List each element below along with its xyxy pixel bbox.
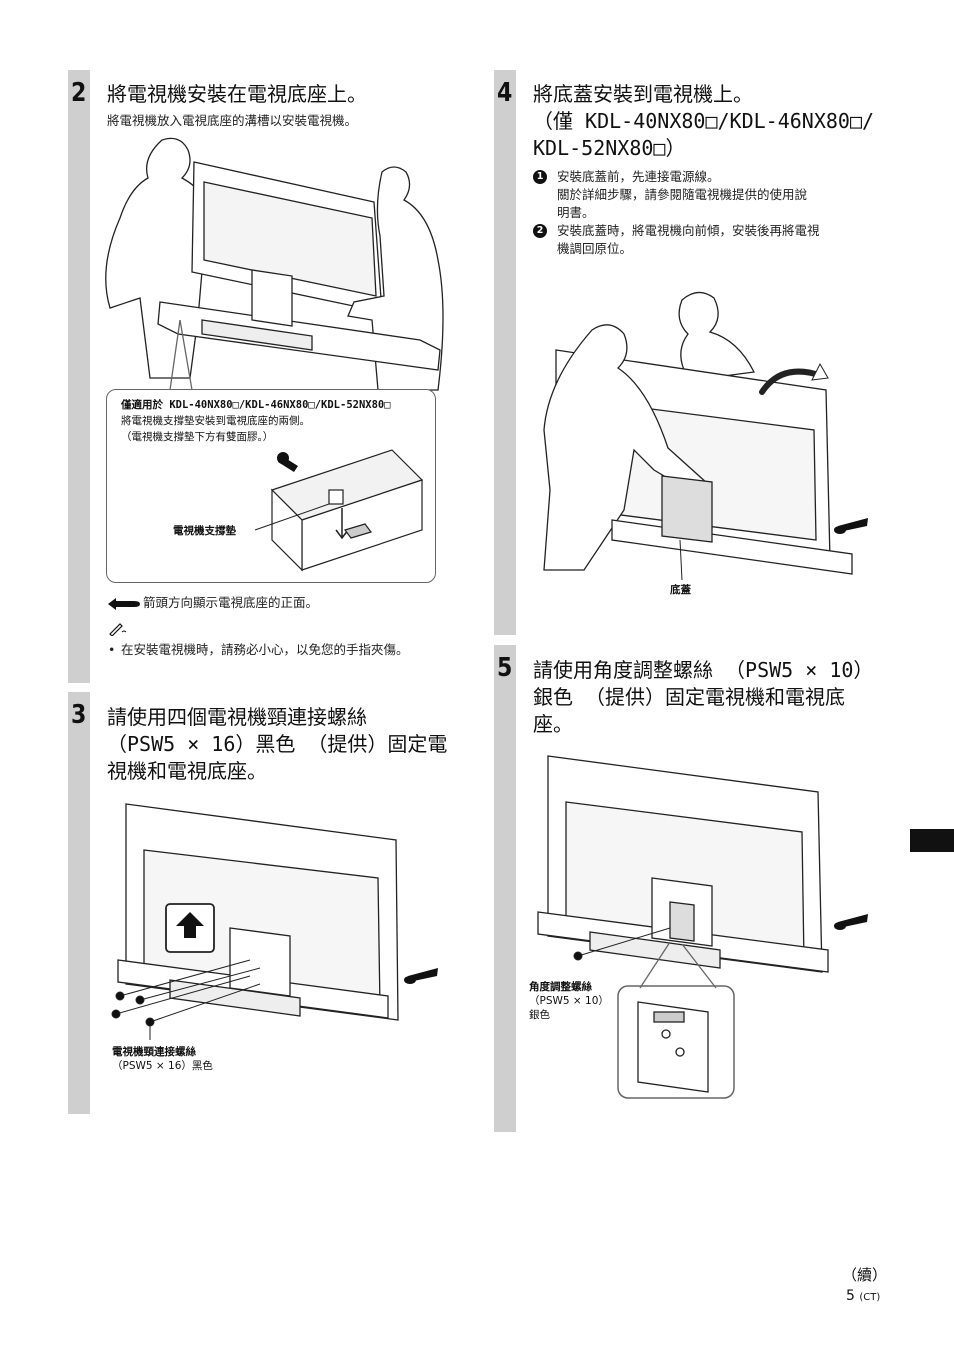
arrow-note-text: 箭頭方向顯示電視底座的正面。 xyxy=(143,595,319,610)
continued-label: （續） xyxy=(842,1266,888,1284)
step2-bar xyxy=(68,70,90,683)
step4-title-line3: KDL-52NX80□） xyxy=(533,136,686,160)
callout-line1: 將電視機支撐墊安裝到電視底座的兩側。 xyxy=(121,415,310,427)
callout-connector xyxy=(169,320,193,391)
step4-item-2-marker: 2 xyxy=(533,224,547,238)
step4-item-1-line2: 關於詳細步驟，請參閱隨電視機提供的使用說 xyxy=(557,187,808,202)
step4-title-line1: 將底蓋安裝到電視機上。 xyxy=(533,82,753,106)
step5-illustration xyxy=(530,752,880,1102)
step4-number: 4 xyxy=(497,78,513,108)
step4-bar xyxy=(494,70,516,635)
section-tab xyxy=(910,829,954,852)
step4-item-1-marker: 1 xyxy=(533,170,547,184)
step3-illustration xyxy=(110,800,450,1040)
callout-pad-label: 電視機支撐墊 xyxy=(173,525,236,537)
step4-item-1: 1 安裝底蓋前，先連接電源線。 關於詳細步驟，請參閱隨電視機提供的使用說 明書。 xyxy=(533,168,893,222)
step2-callout: 僅適用於 KDL-40NX80□/KDL-46NX80□/KDL-52NX80□… xyxy=(106,389,436,583)
step3-title-line3: 視機和電視底座。 xyxy=(107,759,267,783)
step3-number: 3 xyxy=(71,700,87,730)
step4-item-1-line1: 安裝底蓋前，先連接電源線。 xyxy=(557,169,720,184)
callout-line2: （電視機支撐墊下方有雙面膠。） xyxy=(121,431,274,443)
front-arrow-icon xyxy=(108,598,140,610)
callout-title: 僅適用於 KDL-40NX80□/KDL-46NX80□/KDL-52NX80□ xyxy=(121,399,391,411)
step4-instructions: 1 安裝底蓋前，先連接電源線。 關於詳細步驟，請參閱隨電視機提供的使用說 明書。… xyxy=(533,168,893,258)
note-bullet: • xyxy=(108,642,116,657)
page-number: 5 (CT) xyxy=(846,1288,880,1304)
step5-label-line1: 角度調整螺絲 xyxy=(529,981,592,993)
step3-title-line1: 請使用四個電視機頸連接螺絲 xyxy=(107,705,367,729)
step5-title-line1: 請使用角度調整螺絲 （PSW5 × 10） xyxy=(533,658,874,682)
step4-item-1-line3: 明書。 xyxy=(557,205,595,220)
step2-description: 將電視機放入電視底座的溝槽以安裝電視機。 xyxy=(107,113,358,128)
step3-bar xyxy=(68,692,90,1114)
note-text: 在安裝電視機時，請務必小心，以免您的手指夾傷。 xyxy=(121,642,409,657)
step2-illustration xyxy=(92,132,462,392)
step4-title-line2: （僅 KDL-40NX80□/KDL-46NX80□/ xyxy=(533,109,875,133)
step5-label-line2: （PSW5 × 10） xyxy=(529,995,609,1007)
step4-cover-label: 底蓋 xyxy=(670,584,691,596)
step4-item-2: 2 安裝底蓋時，將電視機向前傾，安裝後再將電視 機調回原位。 xyxy=(533,222,893,258)
note-icon xyxy=(108,622,128,636)
step5-label-line3: 銀色 xyxy=(529,1009,550,1021)
step5-bar xyxy=(494,645,516,1132)
step2-number: 2 xyxy=(71,78,87,108)
step3-title-line2: （PSW5 × 16）黑色 （提供）固定電 xyxy=(107,732,448,756)
page-number-value: 5 xyxy=(846,1288,855,1304)
step4-illustration xyxy=(532,280,882,580)
step4-item-2-line1: 安裝底蓋時，將電視機向前傾，安裝後再將電視 xyxy=(557,223,820,238)
step5-title-line2: 銀色 （提供）固定電視機和電視底 xyxy=(533,685,846,709)
step5-number: 5 xyxy=(497,653,513,683)
step5-title-line3: 座。 xyxy=(533,712,573,736)
step3-label-line1: 電視機頸連接螺絲 xyxy=(112,1046,196,1058)
step2-title: 將電視機安裝在電視底座上。 xyxy=(107,82,367,106)
page-number-suffix: (CT) xyxy=(859,1292,881,1303)
step4-item-2-line2: 機調回原位。 xyxy=(557,241,633,256)
step3-label-line2: （PSW5 × 16）黑色 xyxy=(112,1060,213,1072)
